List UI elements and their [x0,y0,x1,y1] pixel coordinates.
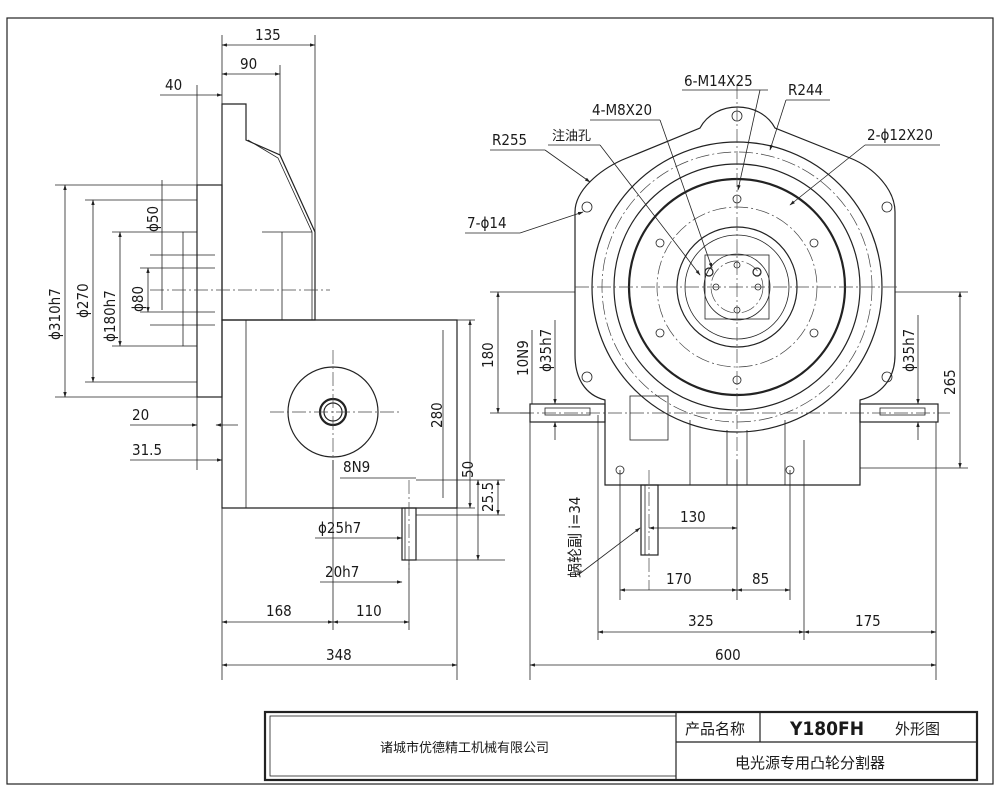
side-plate [221,103,316,321]
front-input-shaft-right [859,403,939,423]
dim-600: 600 [715,646,741,664]
label-7-d14: 7-ϕ14 [467,214,507,232]
dim-175: 175 [855,612,881,630]
label-6-m14x25: 6-M14X25 [684,72,753,90]
dim-110: 110 [356,602,382,620]
front-view: 6-M14X25 R244 4-M8X20 注油孔 R255 2-ϕ12X20 … [465,72,968,680]
label-2-d12x20: 2-ϕ12X20 [867,126,933,144]
dim-325: 325 [688,612,714,630]
dim-50: 50 [459,461,477,478]
dim-168: 168 [266,602,292,620]
drawing-type: 外形图 [895,720,940,738]
dim-135: 135 [255,26,281,44]
side-flange-inner [182,231,198,347]
dim-d35h7-left: ϕ35h7 [537,329,555,372]
dim-265: 265 [941,369,959,395]
dim-d310: ϕ310h7 [46,288,64,340]
label-oil-hole: 注油孔 [552,129,591,144]
dim-d50: ϕ50 [144,206,162,232]
dim-d270: ϕ270 [74,283,92,318]
dim-280: 280 [428,402,446,428]
dim-d180: ϕ180h7 [101,290,119,342]
front-housing-outline [574,106,896,486]
dim-8n9: 8N9 [343,458,370,476]
dim-348: 348 [326,646,352,664]
dim-31-5: 31.5 [132,441,162,459]
dim-170: 170 [666,570,692,588]
dim-d80: ϕ80 [129,286,147,312]
dim-20h7: 20h7 [325,563,359,581]
dim-40: 40 [165,76,182,94]
side-flange [196,184,223,398]
dim-10n9: 10N9 [514,340,532,376]
front-output-shaft [640,484,659,556]
side-view: 135 90 40 ϕ310h7 ϕ270 ϕ180h7 ϕ80 ϕ50 20 … [46,26,505,680]
dim-d35h7-right: ϕ35h7 [900,329,918,372]
label-r255: R255 [492,131,527,149]
dim-180: 180 [479,342,497,368]
dim-25-5: 25.5 [479,482,497,512]
label-r244: R244 [788,81,823,99]
label-worm-ratio: 蜗轮副 i=34 [566,496,584,578]
title-block: 诸城市优德精工机械有限公司 产品名称 Y180FH 外形图 电光源专用凸轮分割器 [263,710,979,782]
product-description: 电光源专用凸轮分割器 [735,754,885,772]
label-4-m8x20: 4-M8X20 [592,101,652,119]
dim-90: 90 [240,55,257,73]
drawing-frame [6,17,994,785]
dim-85: 85 [752,570,769,588]
side-rib [247,139,313,320]
product-name-label: 产品名称 [685,720,745,738]
dim-d25h7: ϕ25h7 [318,519,361,537]
model-number: Y180FH [789,718,864,740]
company-name: 诸城市优德精工机械有限公司 [380,740,549,756]
dim-130: 130 [680,508,706,526]
dim-20: 20 [132,406,149,424]
